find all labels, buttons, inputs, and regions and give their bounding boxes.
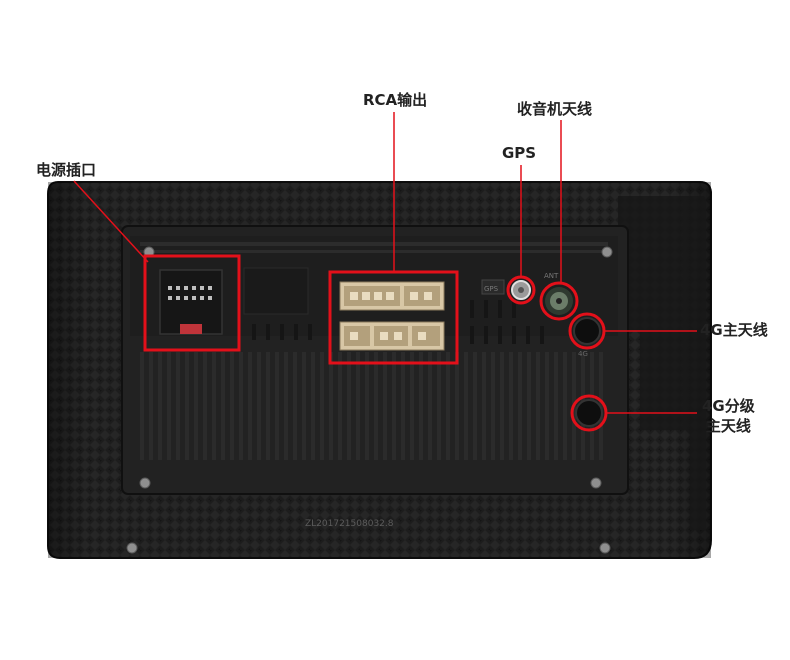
heatsink-fin <box>500 352 504 460</box>
lte-sub-antenna-label-line2: 主天线 <box>705 417 751 435</box>
power-pin <box>192 286 196 290</box>
heatsink-fin <box>203 352 207 460</box>
lte-main-antenna-label: 4G主天线 <box>700 321 768 339</box>
heatsink-fin <box>185 352 189 460</box>
heatsink-fin <box>518 352 522 460</box>
heatsink-fin <box>383 352 387 460</box>
heatsink-fin <box>194 352 198 460</box>
power-red-latch <box>180 324 202 334</box>
heatsink-fin <box>329 352 333 460</box>
heatsink-fin <box>275 352 279 460</box>
lte-sub-connector <box>575 399 603 427</box>
heatsink-fin <box>212 352 216 460</box>
heatsink-fin <box>365 352 369 460</box>
heatsink-fin <box>257 352 261 460</box>
heatsink-fin <box>455 352 459 460</box>
heatsink-fin <box>356 352 360 460</box>
power-pin <box>192 296 196 300</box>
power-highlight-box <box>143 254 241 352</box>
power-pin <box>184 296 188 300</box>
power-socket-label: 电源插口 <box>36 161 97 179</box>
heatsink-fin <box>473 352 477 460</box>
heatsink-fin <box>176 352 180 460</box>
gps-tag-text: GPS <box>484 285 499 293</box>
heatsink <box>140 352 603 460</box>
heatsink-fin <box>167 352 171 460</box>
power-pin <box>200 286 204 290</box>
heatsink-fin <box>509 352 513 460</box>
power-pin <box>176 296 180 300</box>
heatsink-fin <box>554 352 558 460</box>
heatsink-fin <box>446 352 450 460</box>
heatsink-fin <box>410 352 414 460</box>
radio-highlight-ring <box>539 281 579 321</box>
power-pin <box>200 296 204 300</box>
heatsink-fin <box>536 352 540 460</box>
screw-top-right <box>601 246 613 258</box>
vent-slots <box>252 300 544 344</box>
radio-antenna-label: 收音机天线 <box>517 100 593 118</box>
power-callout-line <box>73 180 149 263</box>
power-pin <box>168 286 172 290</box>
heatsink-fin <box>293 352 297 460</box>
heatsink-fin <box>149 352 153 460</box>
screw-outer-left <box>126 542 138 554</box>
heatsink-fin <box>338 352 342 460</box>
power-pin <box>208 296 212 300</box>
screw-bottom-left <box>139 477 151 489</box>
heatsink-fin <box>527 352 531 460</box>
power-pin <box>176 286 180 290</box>
rca-connectors <box>339 281 445 351</box>
power-connector <box>159 269 223 335</box>
heatsink-fin <box>437 352 441 460</box>
gps-label: GPS <box>502 144 537 162</box>
heatsink-fin <box>545 352 549 460</box>
lte-main-connector <box>573 317 601 345</box>
heatsink-fin <box>320 352 324 460</box>
heatsink-fin <box>428 352 432 460</box>
heatsink-fin <box>392 352 396 460</box>
heatsink-fin <box>248 352 252 460</box>
heatsink-fin <box>158 352 162 460</box>
heatsink-fin <box>221 352 225 460</box>
heatsink-fin <box>482 352 486 460</box>
heatsink-fin <box>311 352 315 460</box>
heatsink-fin <box>374 352 378 460</box>
heatsink-fin <box>302 352 306 460</box>
power-pin <box>208 286 212 290</box>
heatsink-fin <box>563 352 567 460</box>
lte-tag-text: 4G <box>578 350 588 358</box>
power-pin <box>184 286 188 290</box>
screw-outer-right <box>599 542 611 554</box>
heatsink-fin <box>491 352 495 460</box>
screw-bottom-right <box>590 477 602 489</box>
heatsink-fin <box>419 352 423 460</box>
heatsink-fin <box>266 352 270 460</box>
heatsink-fin <box>464 352 468 460</box>
lte-sub-antenna-label-line1: 4G分级 <box>702 397 755 415</box>
serial-engraving: ZL201721508032.8 <box>305 519 394 529</box>
heatsink-fin <box>347 352 351 460</box>
heatsink-fin <box>284 352 288 460</box>
heatsink-fin <box>239 352 243 460</box>
heatsink-fin <box>401 352 405 460</box>
rca-output-label: RCA输出 <box>363 91 428 109</box>
radio-tag-text: ANT <box>544 272 559 280</box>
lte-sub-antenna-label: 4G分级 主天线 <box>702 396 755 436</box>
heatsink-fin <box>230 352 234 460</box>
power-pin <box>168 296 172 300</box>
heatsink-fin <box>140 352 144 460</box>
